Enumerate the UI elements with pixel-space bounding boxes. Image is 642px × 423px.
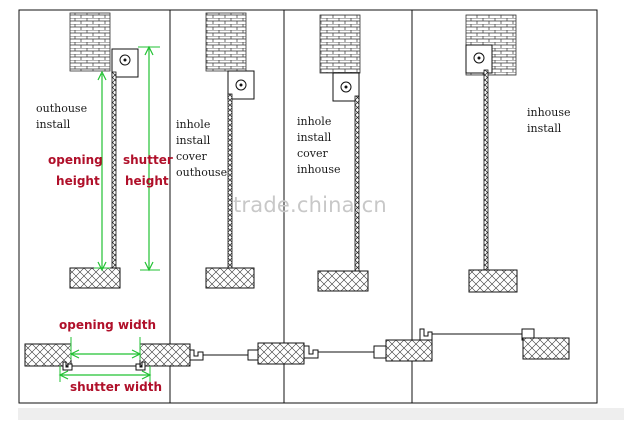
- label-line: height: [56, 174, 100, 188]
- shutter-curtain: [227, 93, 233, 271]
- guide-rail-left: [419, 328, 433, 341]
- shutter-curtain: [483, 69, 489, 273]
- wall-brick: [69, 12, 111, 72]
- floor-block: [69, 267, 121, 289]
- panel-3-label: inhole install cover inhouse: [297, 114, 341, 178]
- label-line: opening: [48, 153, 103, 167]
- shutter-curtain: [111, 71, 117, 271]
- label-line: outhouse: [176, 166, 228, 179]
- plan-view-4: [419, 328, 570, 360]
- label-line: inhole: [297, 115, 332, 128]
- opening-height-label: opening height: [48, 150, 103, 192]
- label-line: install: [527, 122, 562, 135]
- guide-rail-right: [135, 361, 146, 371]
- floor-block: [468, 269, 518, 293]
- wall-block-right: [385, 339, 433, 362]
- label-line: install: [176, 134, 211, 147]
- label-line: install: [36, 118, 71, 131]
- label-line: shutter: [123, 153, 173, 167]
- panel-outhouse-install: [69, 12, 160, 289]
- label-line: inhouse: [527, 106, 571, 119]
- floor-block: [205, 267, 255, 289]
- guide-rail-right: [373, 345, 387, 359]
- label-line: cover: [176, 150, 207, 163]
- plan-view-1: [24, 337, 191, 382]
- guide-rail-left: [62, 361, 73, 371]
- opening-width-label: opening width: [59, 318, 157, 332]
- wall-brick: [319, 14, 361, 74]
- label-line: install: [297, 131, 332, 144]
- panel-inhole-cover-outhouse: [205, 12, 255, 289]
- label-line: inhole: [176, 118, 211, 131]
- label-line: height: [125, 174, 169, 188]
- panel-1-label: outhouse install: [36, 101, 87, 133]
- plan-view-2: [189, 342, 305, 365]
- floor-block: [317, 270, 369, 292]
- plan-view-3: [303, 339, 433, 362]
- diagram-frame: [18, 9, 598, 404]
- guide-rail-left: [189, 349, 204, 361]
- panel-inhouse-install: [465, 14, 518, 293]
- panel-2-label: inhole install cover outhouse: [176, 117, 227, 181]
- panel-inhole-cover-inhouse: [317, 14, 369, 292]
- label-line: inhouse: [297, 163, 341, 176]
- wall-block-right: [257, 342, 305, 365]
- wall-block-right: [139, 343, 191, 367]
- panel-4-label: inhouse install: [527, 105, 571, 137]
- guide-rail-right: [247, 349, 259, 361]
- label-line: outhouse: [36, 102, 88, 115]
- bottom-band: [18, 408, 624, 420]
- shutter-curtain: [354, 95, 360, 273]
- guide-rail-left: [303, 345, 319, 359]
- label-line: cover: [297, 147, 328, 160]
- shutter-width-label: shutter width: [70, 380, 163, 394]
- watermark: trade.china.cn: [233, 193, 387, 217]
- shutter-height-label: shutter height: [123, 150, 173, 192]
- wall-block-right: [522, 337, 570, 360]
- wall-brick: [205, 12, 247, 72]
